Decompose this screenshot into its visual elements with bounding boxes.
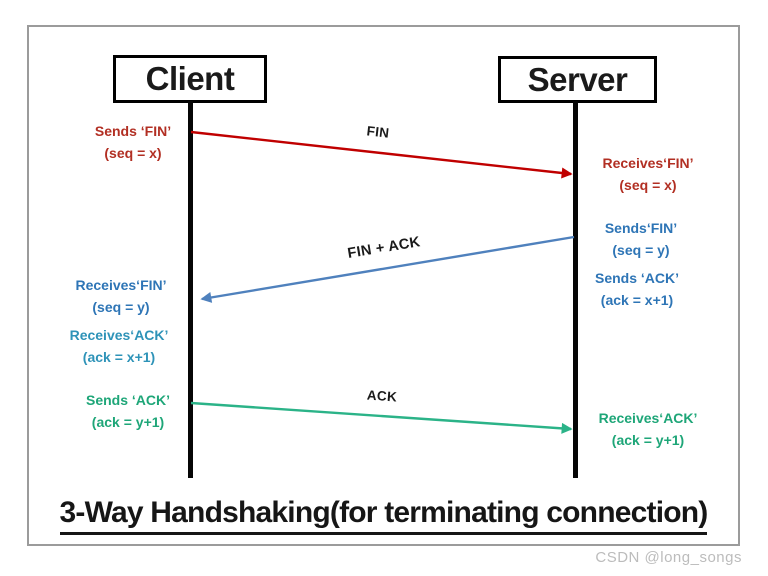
server-event-receives-fin: Receives‘FIN’ (seq = x) [602, 152, 693, 196]
diagram-title-band: 3-Way Handshaking(for terminating connec… [27, 497, 740, 535]
event-action: Sends‘FIN’ [604, 220, 678, 236]
client-event-sends-ack: Sends ‘ACK’ (ack = y+1) [86, 389, 170, 433]
client-lifeline [188, 101, 193, 478]
event-action: Receives‘ACK’ [69, 327, 169, 343]
actor-label-server: Server [527, 60, 628, 98]
event-action: Sends ‘ACK’ [85, 392, 171, 408]
client-event-sends-fin: Sends ‘FIN’ (seq = x) [95, 120, 171, 164]
ack-arrow-label: ACK [366, 387, 398, 405]
server-lifeline [573, 101, 578, 478]
watermark: CSDN @long_songs [595, 549, 742, 566]
event-detail: (ack = y+1) [91, 414, 165, 430]
event-detail: (seq = y) [92, 299, 150, 315]
event-action: Sends ‘ACK’ [594, 270, 680, 286]
server-event-receives-ack: Receives‘ACK’ (ack = y+1) [599, 407, 698, 451]
event-detail: (ack = y+1) [611, 432, 685, 448]
fin-arrow-label: FIN [365, 123, 391, 141]
event-action: Receives‘FIN’ [602, 155, 694, 171]
event-detail: (ack = x+1) [82, 349, 156, 365]
diagram-title: 3-Way Handshaking(for terminating connec… [59, 497, 708, 535]
event-action: Receives‘FIN’ [75, 277, 167, 293]
client-event-receives-fin: Receives‘FIN’ (seq = y) [75, 274, 166, 318]
client-event-receives-ack: Receives‘ACK’ (ack = x+1) [70, 324, 169, 368]
server-event-sends-ack: Sends ‘ACK’ (ack = x+1) [595, 267, 679, 311]
event-detail: (seq = x) [619, 177, 677, 193]
event-action: Sends ‘FIN’ [94, 123, 172, 139]
event-detail: (seq = x) [104, 145, 162, 161]
event-detail: (ack = x+1) [600, 292, 674, 308]
event-action: Receives‘ACK’ [598, 410, 698, 426]
actor-box-client: Client [113, 55, 267, 103]
event-detail: (seq = y) [612, 242, 670, 258]
actor-box-server: Server [498, 56, 657, 103]
server-event-sends-fin: Sends‘FIN’ (seq = y) [605, 217, 677, 261]
actor-label-client: Client [145, 60, 235, 97]
